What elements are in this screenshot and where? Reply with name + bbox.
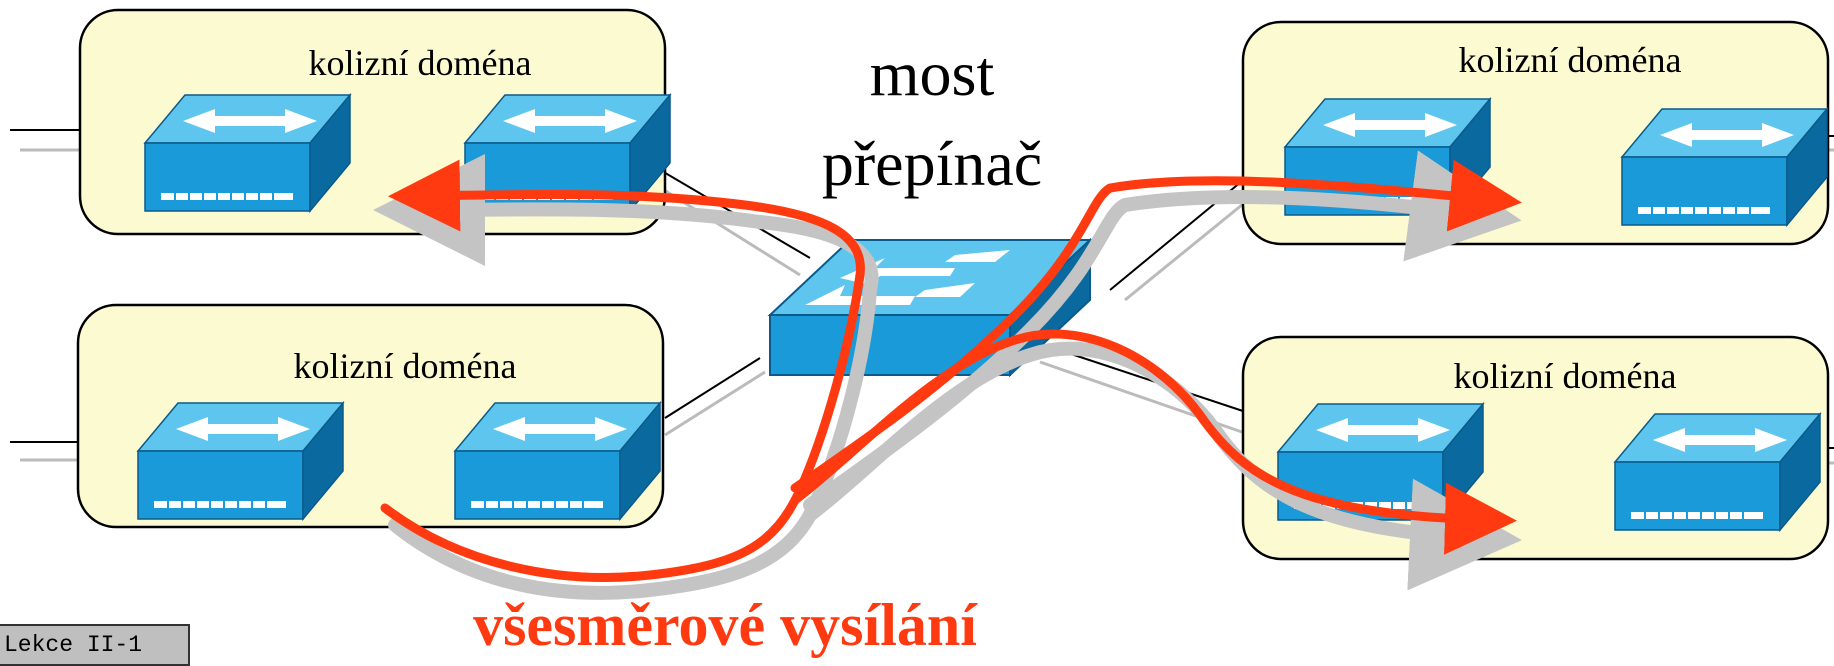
broadcast-flow — [373, 150, 1522, 600]
domain-label-1: kolizní doména — [309, 43, 532, 83]
hub-icon — [137, 402, 344, 520]
switch-icon — [767, 237, 1093, 378]
domain-label-4: kolizní doména — [1454, 356, 1677, 396]
domain-label-2: kolizní doména — [294, 346, 517, 386]
collision-domain-1: kolizní doména — [78, 8, 671, 236]
collision-domain-2: kolizní doména — [76, 303, 665, 529]
bridge-title-line2: přepínač — [822, 128, 1042, 199]
hub-icon — [454, 402, 661, 520]
broadcast-label: všesměrové vysílání — [473, 592, 978, 658]
collision-domain-4: kolizní doména — [1241, 335, 1830, 561]
hub-icon — [144, 94, 351, 212]
hub-icon — [1621, 108, 1828, 226]
domain-label-3: kolizní doména — [1459, 40, 1682, 80]
hub-icon — [1614, 413, 1821, 531]
bridge-title-line1: most — [870, 38, 995, 109]
collision-domain-3: kolizní doména — [1241, 20, 1830, 246]
footer-tag: Lekce II-1 — [0, 624, 190, 666]
